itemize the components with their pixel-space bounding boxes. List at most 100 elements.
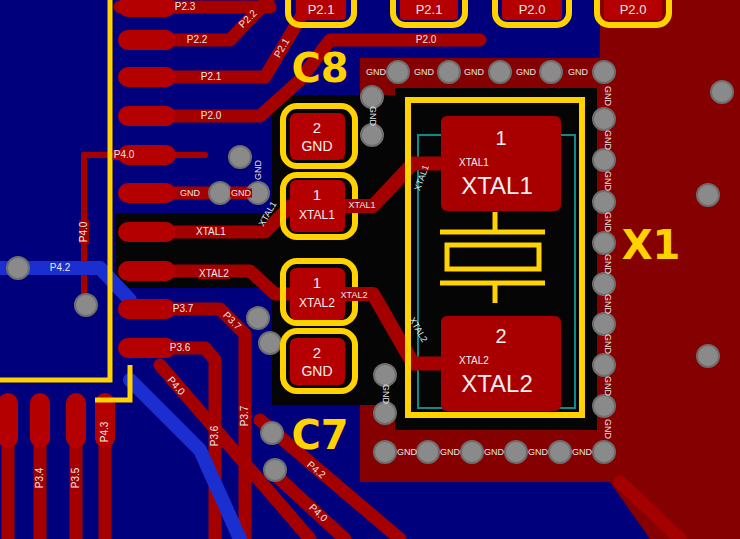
copper-trace: [99, 445, 112, 539]
copper-trace: [70, 445, 83, 539]
copper-trace: [620, 482, 680, 539]
net-name: XTAL1: [461, 174, 533, 198]
trace-net-label: GND: [230, 189, 252, 198]
via-net-label: GND: [603, 419, 612, 439]
pad-number: 2: [313, 345, 321, 360]
via: [209, 182, 231, 204]
via: [549, 441, 571, 463]
copper-pour: [360, 0, 740, 539]
via: [697, 184, 719, 206]
trace-net-label: P3.5: [71, 467, 81, 490]
trace-net-label: P2.0: [415, 35, 438, 45]
via-net-label: GND: [603, 254, 612, 274]
via-net-label: GND: [528, 448, 548, 457]
capacitor-footprint: C71XTAL22GND: [283, 258, 355, 395]
trace-net-label: P4.0: [306, 502, 329, 525]
trace-net-label: P4.0: [113, 150, 136, 160]
trace-net-label: P4.3: [100, 421, 110, 444]
copper-trace: [175, 271, 290, 294]
ic-pad: [66, 393, 86, 448]
via: [593, 149, 615, 171]
trace-net-label: P2.1: [415, 3, 444, 16]
reference-designator: C8: [291, 48, 348, 88]
crystal-symbol: [440, 212, 545, 303]
via-net-label: GND: [568, 68, 588, 77]
ic-pad: [118, 0, 176, 17]
via: [361, 86, 383, 108]
smd-pad: 2GND: [290, 113, 345, 160]
via: [593, 395, 615, 417]
ic-pad: [118, 299, 176, 319]
ic-pad: [118, 106, 176, 126]
trace-net-label: P3.6: [169, 343, 192, 353]
silkscreen-outline: [597, 0, 669, 25]
header-pad: [296, 0, 346, 20]
trace-net-label: P3.7: [172, 304, 195, 314]
trace-net-label: XTAL2: [407, 316, 428, 344]
silkscreen-outline: [393, 0, 465, 25]
via: [593, 61, 615, 83]
copper-pour: [360, 0, 740, 539]
header-pad: [604, 0, 662, 20]
smd-pad: 1XTAL1: [290, 180, 345, 232]
via-net-label: GND: [397, 448, 417, 457]
keepout-area: [272, 95, 395, 405]
header-pad: [502, 0, 562, 20]
smd-pad: 1XTAL1XTAL1: [441, 116, 561, 211]
trace-net-label: P3.4: [35, 467, 45, 490]
ic-pad: [118, 338, 176, 358]
trace-net-label: P2.0: [200, 111, 223, 121]
reference-designator: X1: [622, 225, 681, 265]
via: [505, 441, 527, 463]
ic-pad: [118, 222, 176, 242]
via: [374, 441, 396, 463]
copper-trace: [34, 445, 47, 539]
header-pad: [400, 0, 458, 20]
copper-trace: [2, 445, 15, 539]
net-name: GND: [301, 364, 332, 378]
via: [540, 61, 562, 83]
silkscreen-outline: [288, 0, 354, 25]
via-net-label: GND: [366, 68, 386, 77]
pad-number: 1: [313, 187, 321, 202]
keepout-area: [115, 88, 597, 430]
ic-pad: [118, 67, 176, 87]
via-net-label: GND: [254, 160, 263, 180]
via: [593, 354, 615, 376]
via-net-label: GND: [603, 212, 612, 232]
net-name: XTAL1: [459, 158, 489, 168]
bottom-trace: [130, 380, 240, 539]
silkscreen-outline: [495, 0, 569, 25]
crystal-symbol: [447, 245, 539, 269]
ic-outline: [0, 0, 110, 380]
trace-net-label: P2.2: [236, 7, 259, 30]
trace-net-label: XTAL1: [413, 164, 431, 192]
crystal-symbol: [493, 283, 498, 303]
smd-pad: 2GND: [290, 338, 345, 385]
trace-net-label: P2.1: [200, 72, 223, 82]
via-net-label: GND: [603, 130, 612, 150]
trace-net-label: P2.0: [518, 3, 547, 16]
pad-number: 1: [313, 275, 321, 290]
via-net-label: GND: [603, 171, 612, 191]
smd-pad: 1XTAL2: [290, 268, 345, 320]
trace-net-label: P2.1: [307, 3, 336, 16]
via-net-label: GND: [603, 334, 612, 354]
ic-pad: [30, 393, 50, 448]
trace-net-label: P2.2: [186, 35, 209, 45]
trace-net-label: P4.0: [79, 221, 89, 244]
via-net-label: GND: [516, 68, 536, 77]
net-name: XTAL1: [299, 209, 335, 221]
trace-net-label: P4.0: [165, 374, 187, 398]
trace-net-label: P4.2: [49, 263, 72, 273]
via: [593, 232, 615, 254]
pad-number: 1: [495, 128, 506, 148]
trace-net-label: P2.0: [619, 3, 648, 16]
via: [264, 459, 286, 481]
via: [229, 146, 251, 168]
trace-net-label: XTAL1: [348, 201, 377, 210]
copper-trace: [345, 294, 441, 364]
